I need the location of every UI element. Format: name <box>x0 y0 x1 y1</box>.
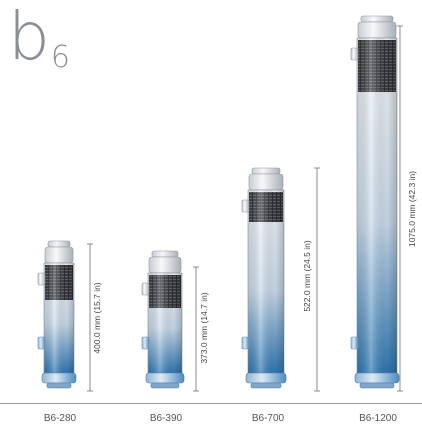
height-label-b6-1200: 1075.0 mm (42.3 in) <box>407 170 417 248</box>
bottom-flange-b6-1200 <box>359 382 395 389</box>
bottom-header-b6-280 <box>41 372 77 384</box>
model-label-b6-700: B6-700 <box>251 413 285 424</box>
height-ruler-b6-1200 <box>397 25 403 392</box>
tube-shading-b6-280 <box>44 263 74 373</box>
upper-port-b6-390 <box>141 282 150 296</box>
top-flange-b6-280 <box>47 240 71 248</box>
top-cap-b6-390 <box>148 256 182 274</box>
model-label-b6-390: B6-390 <box>149 413 183 424</box>
floor-line <box>0 403 422 404</box>
top-flange-b6-390 <box>151 250 179 258</box>
brand-logo-letter: b <box>8 0 50 75</box>
lower-port-b6-390 <box>141 336 150 350</box>
height-label-b6-390: 373.0 mm (14.7 in) <box>199 292 209 364</box>
brand-logo: b6 <box>8 4 70 73</box>
top-flange-b6-1200 <box>360 15 394 23</box>
top-cap-b6-280 <box>44 246 74 264</box>
brand-logo-number: 6 <box>50 40 70 75</box>
unit-b6-390 <box>141 250 185 389</box>
unit-b6-280 <box>37 240 77 389</box>
height-ruler-b6-390 <box>193 266 199 392</box>
upper-port-b6-1200 <box>350 47 359 61</box>
tube-shading-b6-1200 <box>357 38 397 373</box>
bottom-header-b6-700 <box>245 372 287 384</box>
model-label-b6-1200: B6-1200 <box>359 413 397 424</box>
bottom-header-b6-1200 <box>354 372 400 384</box>
tube-shading-b6-390 <box>148 273 182 373</box>
lower-port-b6-280 <box>37 336 46 350</box>
bottom-flange-b6-390 <box>150 382 180 389</box>
unit-b6-700 <box>241 167 287 389</box>
top-cap-b6-1200 <box>357 21 397 39</box>
top-cap-b6-700 <box>248 173 284 191</box>
unit-b6-1200 <box>350 15 400 389</box>
upper-port-b6-280 <box>37 272 46 286</box>
tube-shading-b6-700 <box>248 190 284 373</box>
bottom-flange-b6-700 <box>250 382 282 389</box>
bottom-header-b6-390 <box>145 372 185 384</box>
height-label-b6-280: 400.0 mm (15.7 in) <box>92 282 102 354</box>
upper-port-b6-700 <box>241 199 250 213</box>
height-ruler-b6-280 <box>87 243 93 392</box>
top-flange-b6-700 <box>251 167 281 175</box>
height-label-b6-700: 522.0 mm (24.5 in) <box>302 240 312 312</box>
lower-port-b6-700 <box>241 336 250 350</box>
bottom-flange-b6-280 <box>46 382 72 389</box>
height-ruler-b6-700 <box>314 167 320 392</box>
model-label-b6-280: B6-280 <box>43 413 77 424</box>
lower-port-b6-1200 <box>350 336 359 350</box>
